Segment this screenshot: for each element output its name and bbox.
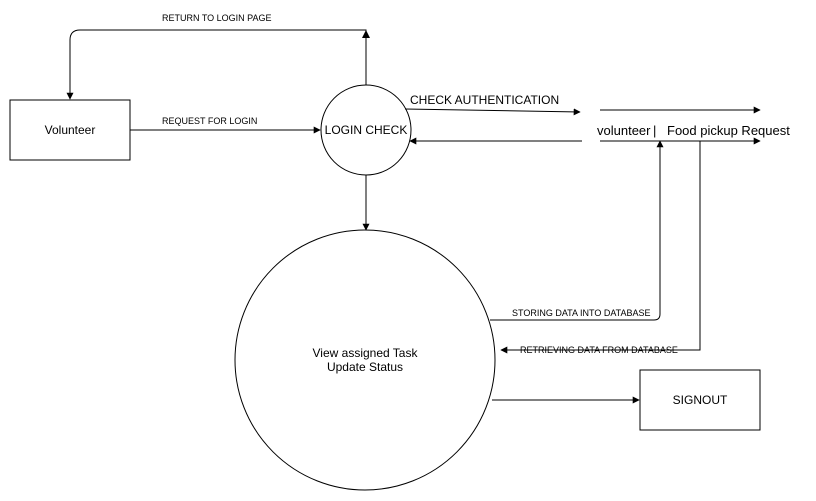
volunteer-entity-label: Volunteer [45, 123, 96, 137]
check-authentication-label: CHECK AUTHENTICATION [410, 93, 559, 107]
signout-entity [639, 369, 761, 431]
datastore-separator: | [653, 123, 656, 138]
signout-entity-label: SIGNOUT [673, 393, 728, 407]
return-to-login-up-arrowhead [362, 30, 370, 38]
task-process-line2: Update Status [327, 360, 403, 374]
datastore-right-label: Food pickup Request [667, 123, 790, 138]
datastore-left-label: volunteer [597, 123, 651, 138]
task-process-line1: View assigned Task [313, 346, 419, 360]
return-to-login-flow [66, 29, 367, 100]
retrieving-data-label: RETRIEVING DATA FROM DATABASE [520, 345, 678, 355]
storing-data-flow [490, 140, 664, 321]
return-to-login-label: RETURN TO LOGIN PAGE [162, 13, 272, 23]
check-authentication-flow [404, 108, 581, 116]
volunteer-entity [9, 99, 131, 161]
login-check-label: LOGIN CHECK [325, 123, 408, 137]
storing-data-label: STORING DATA INTO DATABASE [512, 308, 651, 318]
request-for-login-label: REQUEST FOR LOGIN [162, 116, 257, 126]
retrieving-data-flow [500, 141, 701, 354]
